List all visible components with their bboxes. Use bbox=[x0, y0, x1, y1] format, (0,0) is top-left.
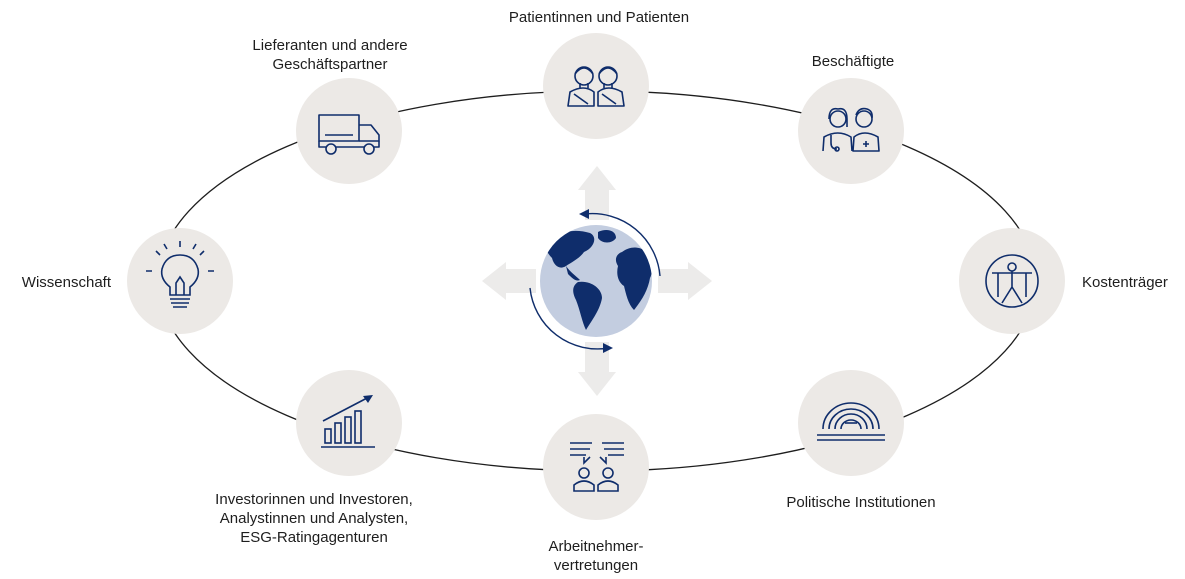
node-patients bbox=[543, 33, 649, 139]
node-works-council bbox=[543, 414, 649, 520]
node-circle bbox=[296, 370, 402, 476]
parliament-icon bbox=[817, 402, 885, 441]
growth-chart-icon bbox=[321, 395, 375, 448]
node-circle bbox=[798, 78, 904, 184]
rotation-arrowhead-top bbox=[579, 209, 589, 219]
label-politics: Politische Institutionen bbox=[786, 494, 936, 511]
patients-icon bbox=[567, 66, 625, 107]
vitruvian-man-icon bbox=[985, 254, 1039, 308]
node-politics bbox=[798, 370, 904, 476]
label-works-council: Arbeitnehmer- vertretungen bbox=[548, 538, 644, 574]
rotation-arrows-icon bbox=[529, 212, 661, 350]
node-circle bbox=[296, 78, 402, 184]
globe-icon bbox=[540, 225, 652, 337]
rotation-arrowhead-bottom bbox=[603, 343, 613, 353]
label-employees: Beschäftigte bbox=[811, 53, 895, 70]
node-investors bbox=[296, 370, 402, 476]
node-employees bbox=[798, 78, 904, 184]
label-payers: Kostenträger bbox=[1082, 274, 1168, 291]
label-science: Wissenschaft bbox=[21, 274, 111, 291]
label-patients: Patientinnen und Patienten bbox=[508, 9, 690, 26]
label-suppliers: Lieferanten und andere Geschäftspartner bbox=[252, 37, 408, 73]
node-circle bbox=[543, 414, 649, 520]
four-way-arrows-icon bbox=[482, 166, 712, 396]
node-science bbox=[127, 228, 233, 334]
node-circle bbox=[543, 33, 649, 139]
truck-icon bbox=[318, 114, 380, 155]
dialogue-people-icon bbox=[570, 442, 624, 492]
node-payers bbox=[959, 228, 1065, 334]
lightbulb-icon bbox=[146, 241, 214, 308]
medical-staff-icon bbox=[822, 107, 880, 152]
label-investors: Investorinnen und Investoren, Analystinn… bbox=[215, 491, 413, 546]
node-circle bbox=[127, 228, 233, 334]
node-suppliers bbox=[296, 78, 402, 184]
